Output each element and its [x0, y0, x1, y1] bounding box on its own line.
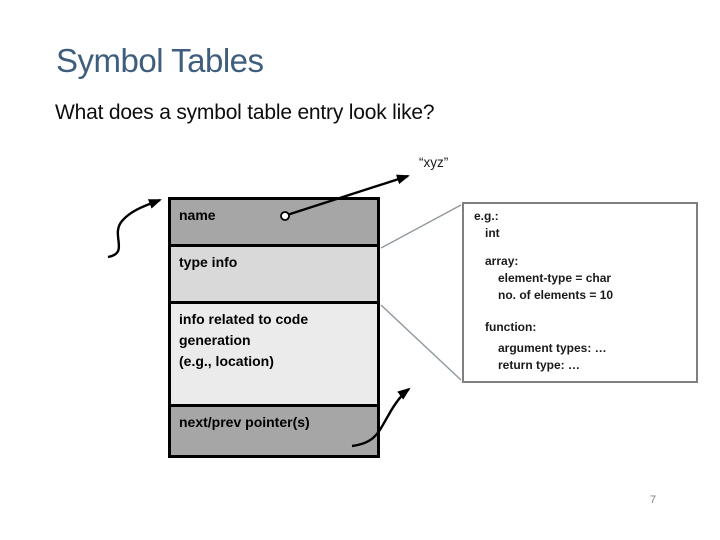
symbol-table-entry-diagram: name type info info related to code gene… — [168, 197, 380, 458]
callout-line-rettype: return type: … — [498, 358, 581, 372]
callout-line-numelems: no. of elements = 10 — [498, 288, 614, 302]
table-row-codegen-info: info related to code generation (e.g., l… — [171, 304, 377, 407]
page-number: 7 — [650, 494, 657, 506]
table-row-type-info: type info — [171, 247, 377, 304]
callout-line-array: array: — [485, 254, 519, 268]
callout-line-function: function: — [485, 320, 537, 334]
table-row-next-prev: next/prev pointer(s) — [171, 407, 377, 455]
callout-connector-lower-line — [380, 304, 462, 381]
slide-subtitle: What does a symbol table entry look like… — [55, 101, 435, 124]
callout-connector-upper-line — [380, 204, 462, 249]
callout-line-elemtype: element-type = char — [498, 271, 612, 285]
string-value-label: “xyz” — [419, 155, 449, 170]
table-row-name: name — [171, 200, 377, 247]
callout-line-eg: e.g.: — [474, 209, 499, 223]
slide-title: Symbol Tables — [56, 42, 264, 79]
incoming-pointer-arrow-icon — [107, 198, 162, 259]
callout-line-argtypes: argument types: … — [498, 341, 607, 355]
callout-line-int: int — [485, 226, 500, 240]
type-examples-callout-box: e.g.: int array: element-type = char no.… — [462, 202, 698, 383]
